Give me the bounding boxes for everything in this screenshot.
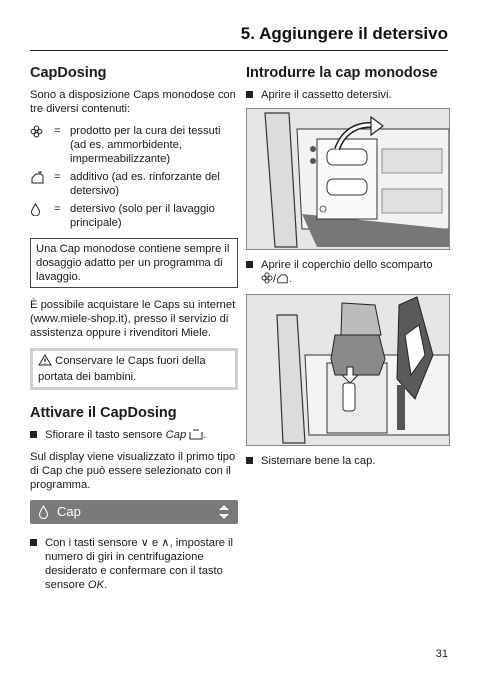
- step-open-lid-text: Aprire il coperchio dello scomparto: [261, 259, 433, 271]
- step-open-drawer: Aprire il cassetto detersivi.: [246, 88, 448, 102]
- additive-icon: [30, 170, 54, 198]
- activate-step-prefix: Sfiorare il tasto sensore: [45, 429, 166, 441]
- page-number: 31: [435, 648, 448, 660]
- section-title: 5. Aggiungere il detersivo: [240, 24, 448, 43]
- select-step: Con i tasti sensore ∨ e ∧, impostare il …: [30, 536, 238, 592]
- definition-detergent: = detersivo (solo per il lavaggio princi…: [30, 202, 238, 230]
- bullet-square: [246, 457, 253, 464]
- bullet-square: [30, 431, 37, 438]
- capdosing-heading: CapDosing: [30, 65, 107, 81]
- right-column: Introdurre la cap monodose Aprire il cas…: [246, 60, 450, 474]
- fabric-care-icon: [261, 272, 273, 288]
- step-open-lid-suffix: .: [289, 273, 293, 285]
- info-box-text: Una Cap monodose contiene sempre il dosa…: [36, 243, 230, 283]
- display-cap-selector: Cap: [30, 500, 238, 524]
- select-step-prefix: Con i tasti sensore ∨ e ∧, impostare il …: [45, 537, 233, 591]
- ok-key-label: OK: [87, 579, 105, 591]
- activate-step: Sfiorare il tasto sensore Cap .: [30, 428, 238, 444]
- sensor-key-icon: [189, 429, 203, 444]
- detergent-drop-icon: [30, 202, 54, 230]
- activate-heading: Attivare il CapDosing: [30, 405, 177, 421]
- additive-icon: [276, 272, 289, 288]
- step-text: Sistemare bene la cap.: [261, 455, 376, 467]
- info-box: Una Cap monodose contiene sempre il dosa…: [30, 238, 238, 288]
- definition-text: prodotto per la cura dei tessuti (ad es.…: [70, 125, 221, 165]
- bullet-square: [30, 539, 37, 546]
- definition-equals: =: [54, 125, 61, 137]
- drawer-illustration: [246, 108, 450, 250]
- definition-text: detersivo (solo per il lavaggio principa…: [70, 203, 215, 229]
- insert-cap-heading: Introdurre la cap monodose: [246, 65, 438, 81]
- bullet-square: [246, 91, 253, 98]
- left-column: CapDosing Sono a disposizione Caps monod…: [30, 60, 238, 598]
- capdosing-intro: Sono a disposizione Caps monodose con tr…: [30, 89, 236, 115]
- up-down-arrows-icon: [218, 504, 230, 520]
- select-step-suffix: .: [104, 579, 108, 591]
- definition-equals: =: [54, 171, 61, 183]
- bullet-square: [246, 261, 253, 268]
- fabric-care-icon: [30, 124, 54, 166]
- definition-text: additivo (ad es. rinforzante del detersi…: [70, 171, 220, 197]
- warning-triangle-icon: [38, 354, 52, 370]
- activate-step-suffix: .: [203, 429, 207, 441]
- display-info: Sul display viene visualizzato il primo …: [30, 451, 236, 491]
- cap-insert-illustration: [246, 294, 450, 446]
- step-text: Aprire il cassetto detersivi.: [261, 89, 392, 101]
- select-step-text: Con i tasti sensore ∨ e ∧, impostare il …: [45, 536, 238, 592]
- warning-text: Conservare le Caps fuori della portata d…: [38, 355, 206, 383]
- cap-key-label: Cap: [165, 429, 187, 441]
- step-text: Aprire il coperchio dello scomparto / .: [261, 258, 433, 288]
- header-divider: [30, 50, 448, 51]
- step-open-lid: Aprire il coperchio dello scomparto / .: [246, 258, 448, 288]
- detergent-drop-icon: [38, 505, 49, 519]
- purchase-info: È possibile acquistare le Caps su intern…: [30, 299, 236, 339]
- activate-step-text: Sfiorare il tasto sensore Cap .: [45, 428, 206, 444]
- definition-fabric-care: = prodotto per la cura dei tessuti (ad e…: [30, 124, 238, 166]
- display-cap-label: Cap: [57, 504, 81, 519]
- definition-additive: = additivo (ad es. rinforzante del deter…: [30, 170, 238, 198]
- definition-equals: =: [54, 203, 61, 215]
- step-place-cap: Sistemare bene la cap.: [246, 454, 448, 468]
- warning-box: Conservare le Caps fuori della portata d…: [30, 348, 238, 390]
